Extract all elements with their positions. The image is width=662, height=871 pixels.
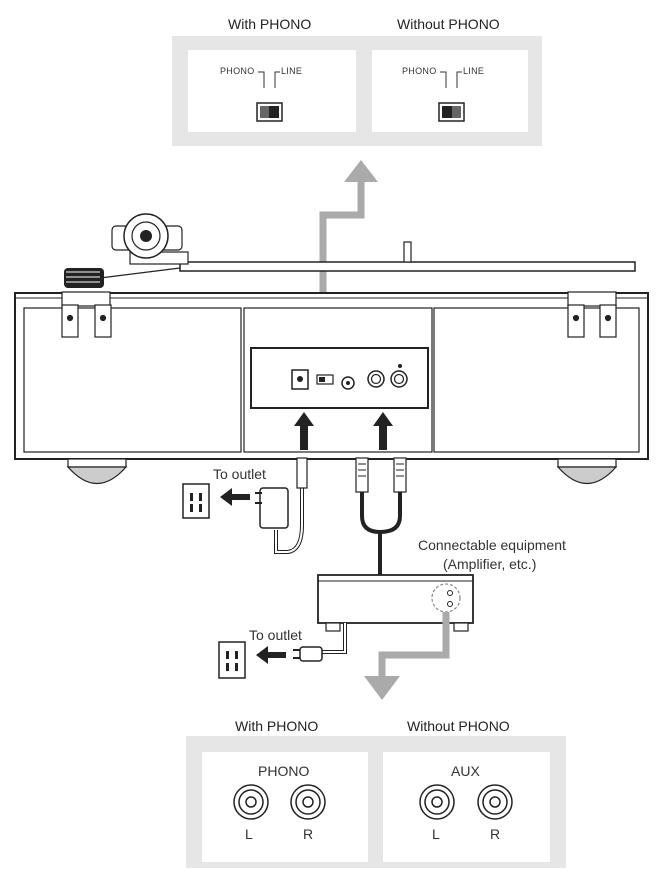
to-outlet-label-lower: To outlet	[249, 627, 302, 643]
input-callout-arrow	[364, 612, 450, 700]
switch-box-without-phono	[372, 50, 528, 132]
aux-out-r-label: R	[373, 386, 378, 392]
aux-in-jack	[341, 376, 355, 390]
switch-label-line-2: LINE	[463, 66, 485, 76]
wall-outlet-lower	[218, 641, 246, 679]
foot-right	[556, 458, 618, 484]
phono-line-switch-label: PHONO LINE	[313, 367, 351, 373]
aux-out-jacks	[367, 364, 408, 388]
rca-cable	[355, 457, 440, 600]
wall-outlet-upper	[182, 483, 210, 519]
turntable-top	[64, 213, 636, 288]
top-without-phono-heading: Without PHONO	[397, 16, 500, 32]
aux-jack-r-label: R	[490, 826, 501, 842]
bottom-with-phono-heading: With PHONO	[235, 718, 319, 734]
hinge-right	[567, 291, 617, 338]
rear-connector-panel	[250, 347, 429, 409]
switch-label-line-1: LINE	[281, 66, 303, 76]
aux-in-label: AUX IN	[340, 393, 361, 399]
dc-in-label: DC IN 5V	[291, 392, 317, 398]
hinge-left	[61, 291, 112, 338]
dc-in-jack	[291, 369, 309, 390]
phono-line-switch	[316, 374, 334, 385]
aux-jack-l-label: L	[432, 826, 440, 842]
top-with-phono-heading: With PHONO	[228, 16, 312, 32]
turntable-cabinet	[14, 292, 649, 460]
phono-jack-r-label: R	[303, 826, 314, 842]
foot-left	[66, 458, 128, 484]
switch-box-with-phono	[188, 50, 356, 132]
aux-out-label: AUX OUT	[372, 394, 399, 400]
switch-label-phono-2: PHONO	[402, 66, 437, 76]
outlet-arrow-lower	[256, 646, 286, 664]
amplifier-box	[317, 574, 474, 632]
aux-out-l-label: L	[397, 386, 401, 392]
plug-in-arrows	[294, 412, 393, 450]
outlet-arrow-upper	[220, 488, 250, 506]
equipment-label-line1: Connectable equipment	[418, 537, 566, 553]
jack-box-aux-title: AUX	[451, 763, 480, 779]
equipment-label-line2: (Amplifier, etc.)	[443, 556, 537, 572]
to-outlet-label-upper: To outlet	[213, 466, 266, 482]
phono-jack-l-label: L	[245, 826, 253, 842]
jack-box-aux	[383, 752, 550, 862]
jack-box-phono	[202, 752, 368, 862]
bottom-without-phono-heading: Without PHONO	[407, 718, 510, 734]
switch-callout-arrow	[319, 160, 378, 370]
jack-box-phono-title: PHONO	[258, 763, 310, 779]
switch-label-phono-1: PHONO	[220, 66, 255, 76]
